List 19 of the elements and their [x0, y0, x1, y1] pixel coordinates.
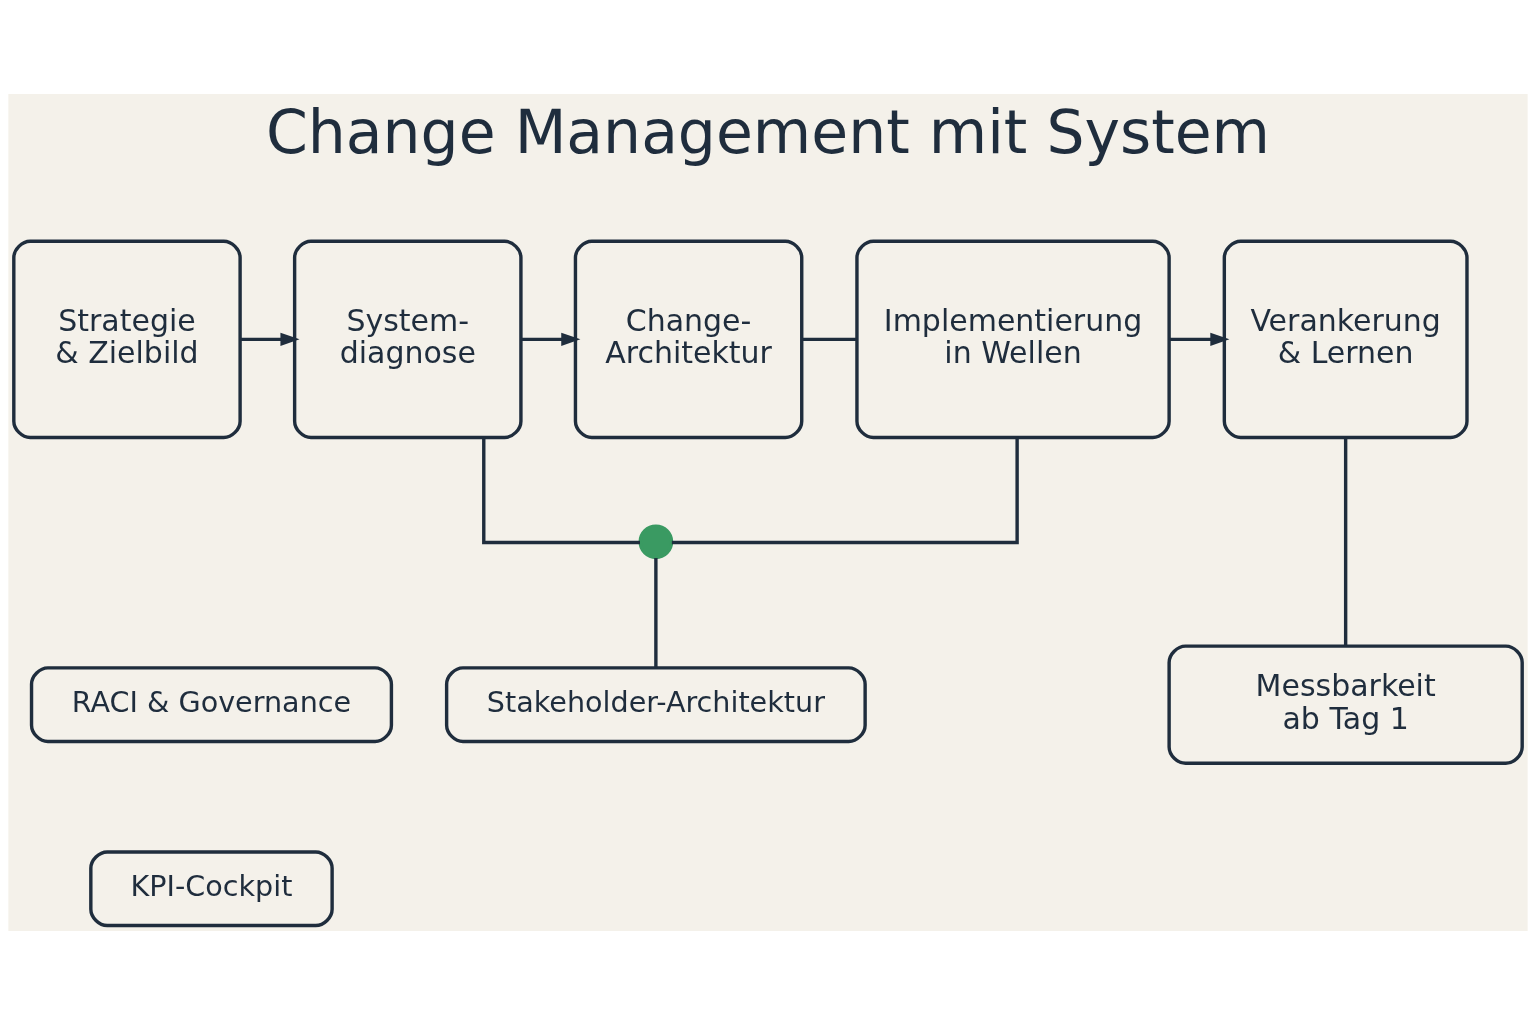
arrow	[1169, 332, 1230, 346]
arrow	[240, 332, 300, 346]
node-box: Verankerung & Lernen	[1222, 239, 1469, 439]
node-box: Strategie & Zielbild	[12, 239, 242, 439]
node-box: Change-Architektur	[573, 239, 804, 439]
node-box: Stakeholder-Architektur	[444, 665, 867, 743]
connector	[482, 437, 640, 544]
node-box: Implementierung in Wellen	[855, 239, 1171, 439]
node-box: KPI-Cockpit	[89, 849, 334, 927]
connector	[1343, 437, 1348, 646]
node-box: RACI & Governance	[29, 665, 394, 743]
arrow	[521, 332, 581, 346]
connector	[802, 337, 857, 341]
node-box: Messbarkeit ab Tag 1	[1167, 643, 1524, 765]
diagram-title: Change Management mit System	[265, 96, 1271, 167]
connector	[671, 437, 1019, 544]
node-box: System-diagnose	[292, 239, 523, 439]
connector	[654, 557, 658, 668]
node-circle	[638, 523, 674, 559]
